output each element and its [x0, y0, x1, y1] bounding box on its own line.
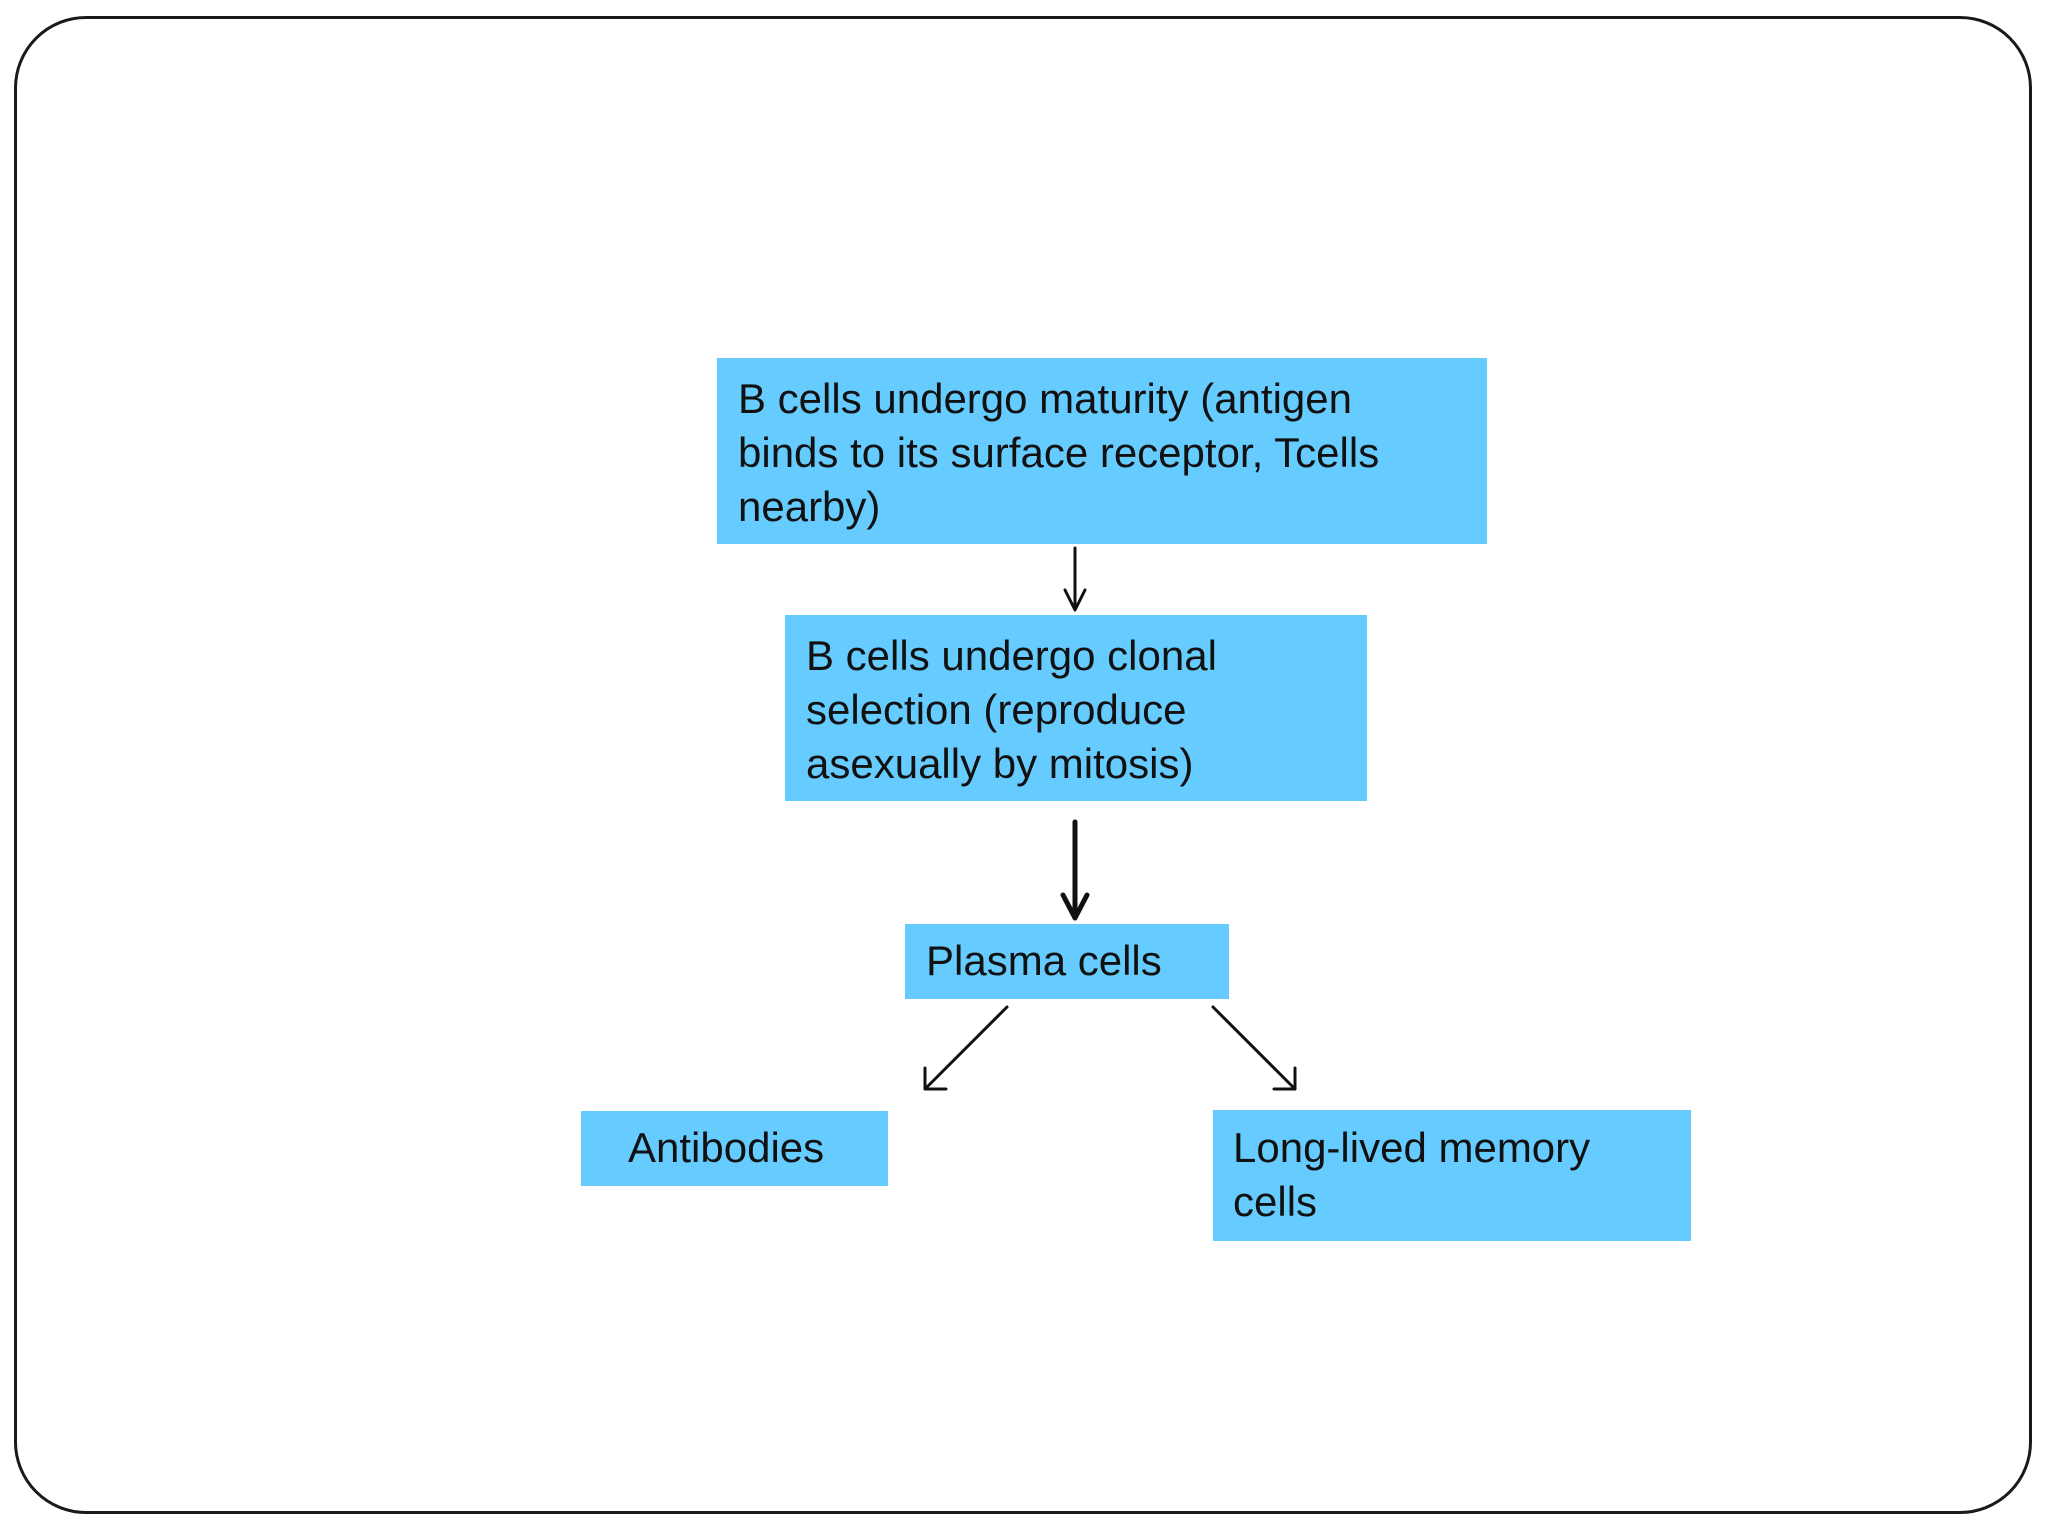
antibodies-box: Antibodies [581, 1111, 888, 1186]
box-line: nearby) [738, 483, 881, 530]
clonal-selection-box: B cells undergo clonal selection (reprod… [785, 615, 1367, 801]
box-line: Plasma cells [926, 937, 1162, 984]
box-line: B cells undergo clonal [806, 632, 1217, 679]
box-line: binds to its surface receptor, Tcells [738, 429, 1380, 476]
box-line: cells [1233, 1178, 1318, 1225]
plasma-cells-box: Plasma cells [905, 924, 1229, 999]
box-line: selection (reproduce [806, 686, 1187, 733]
box-line: asexually by mitosis) [806, 740, 1194, 787]
box-line: Antibodies [628, 1124, 825, 1171]
box-line: B cells undergo maturity (antigen [738, 375, 1352, 422]
memory-cells-box: Long-lived memory cells [1213, 1110, 1691, 1241]
box-line: Long-lived memory [1233, 1124, 1591, 1171]
slide-frame [14, 16, 2032, 1514]
b-cell-maturity-box: B cells undergo maturity (antigen binds … [717, 358, 1487, 544]
